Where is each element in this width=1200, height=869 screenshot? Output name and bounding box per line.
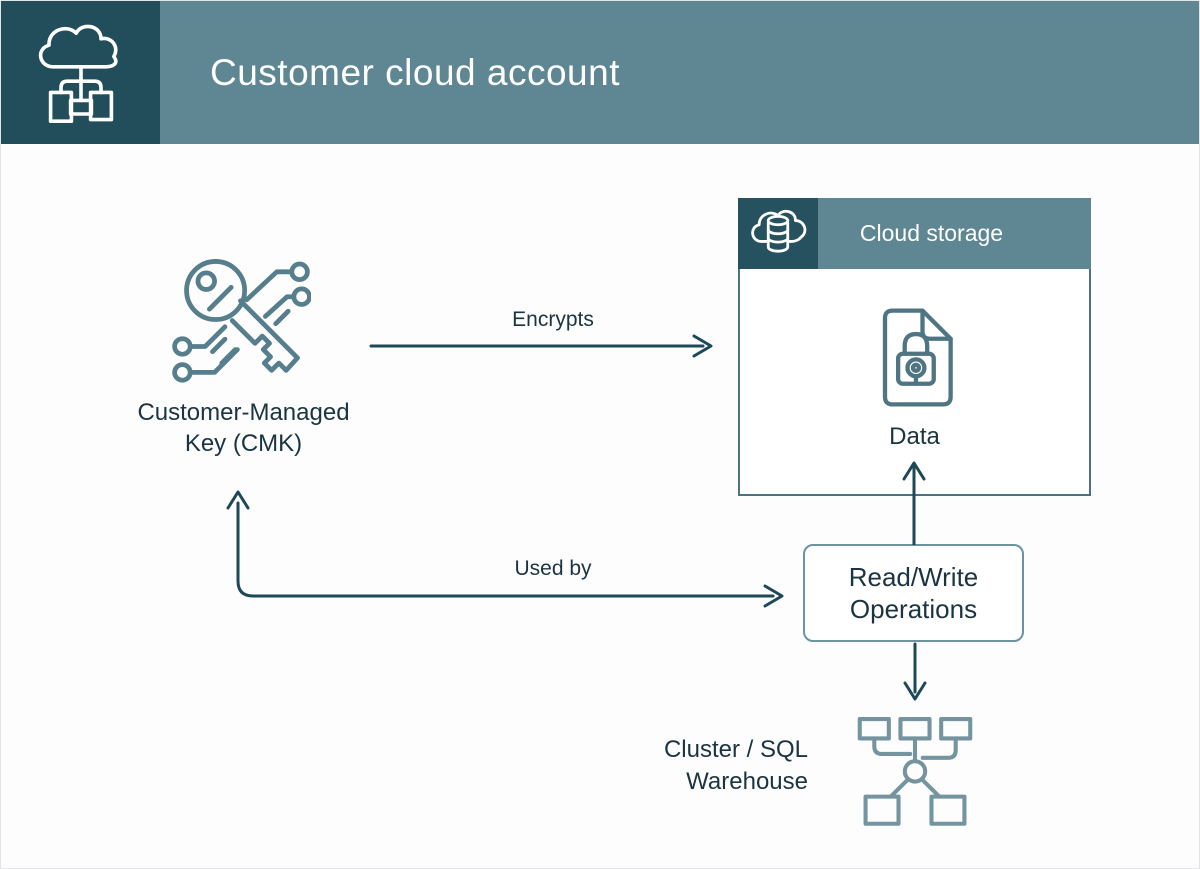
header-title-bar: Customer cloud account	[160, 1, 1199, 144]
read-write-operations-box: Read/Write Operations	[803, 544, 1024, 642]
readwrite-to-cluster-arrow	[903, 642, 927, 701]
encrypts-arrow	[369, 334, 713, 358]
cmk-label-line2: Key (CMK)	[184, 430, 303, 457]
cloud-storage-title: Cloud storage	[859, 220, 1004, 246]
cluster-label: Cluster / SQL Warehouse	[568, 734, 808, 798]
cluster-label-line1: Cluster / SQL	[663, 736, 808, 763]
encrypts-arrow-label: Encrypts	[512, 308, 594, 331]
cloud-storage-icon-square	[738, 198, 818, 269]
page-title: Customer cloud account	[210, 51, 620, 93]
used-by-arrow-label: Used by	[514, 557, 592, 580]
cloud-database-icon	[746, 202, 810, 265]
header-icon-square	[1, 1, 160, 144]
cloud-storage-title-bar: Cloud storage	[818, 198, 1091, 269]
cluster-label-line2: Warehouse	[686, 768, 808, 795]
encrypted-file-icon	[868, 305, 962, 415]
read-write-label-line1: Read/Write	[848, 562, 979, 592]
header: Customer cloud account	[1, 1, 1199, 144]
managed-key-icon	[171, 254, 312, 389]
read-write-label-line2: Operations	[849, 594, 978, 624]
data-label: Data	[889, 423, 940, 450]
cloud-storage-header: Cloud storage	[738, 198, 1091, 269]
cloud-storage-box: Cloud storage Data	[738, 198, 1091, 496]
cloud-network-icon	[29, 16, 133, 129]
used-by-arrow	[226, 490, 784, 608]
cloud-storage-body: Data	[740, 269, 1089, 451]
cluster-nodes-icon	[852, 711, 978, 831]
cmk-label: Customer-Managed Key (CMK)	[111, 397, 376, 459]
diagram-canvas: Customer-Managed Key (CMK) Encrypts	[1, 144, 1199, 868]
cmk-label-line1: Customer-Managed	[137, 399, 350, 426]
